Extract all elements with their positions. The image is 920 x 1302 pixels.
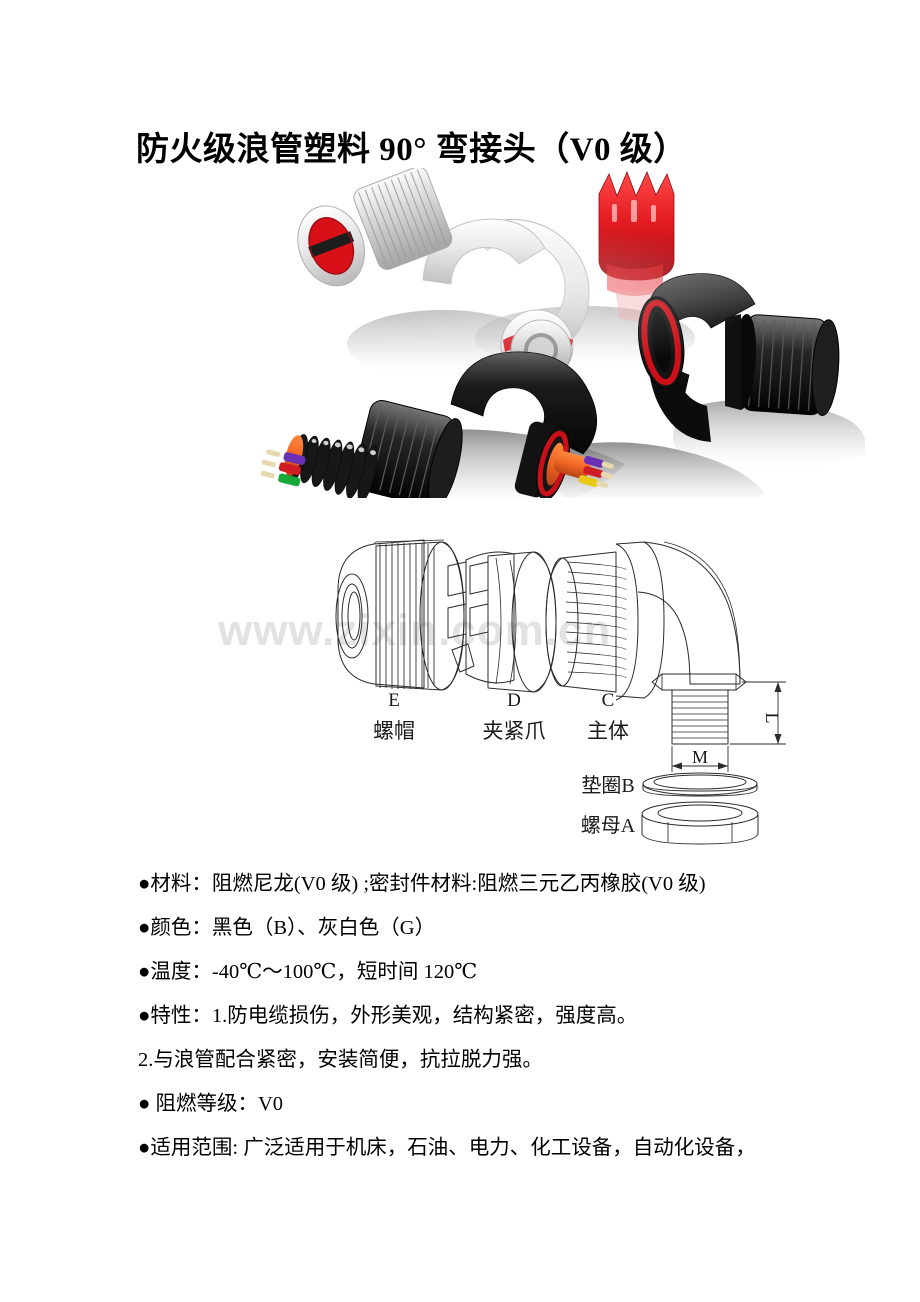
part-c-body-drawing bbox=[545, 541, 747, 745]
part-d-claw-drawing bbox=[447, 551, 557, 693]
page-title: 防火级浪管塑料 90° 弯接头（V0 级） bbox=[136, 132, 687, 169]
cable-cores-left bbox=[260, 449, 306, 487]
dimension-label-l: L bbox=[762, 713, 782, 724]
product-photo-stage bbox=[255, 168, 865, 498]
product-photo-illustration bbox=[255, 168, 865, 498]
part-label-nut-a: 螺母A bbox=[581, 814, 636, 837]
part-label-washer-b: 垫圈B bbox=[581, 774, 634, 797]
part-code-d: D bbox=[507, 690, 521, 711]
exploded-diagram-illustration: E 螺帽 D 夹紧爪 C 主体 垫圈B 螺母A M L bbox=[335, 539, 786, 845]
spec-line-features-1: ●特性：1.防电缆损伤，外形美观，结构紧密，强度高。 bbox=[138, 1005, 638, 1027]
spec-line-temperature: ●温度：-40℃～100℃，短时间 120℃ bbox=[138, 961, 478, 983]
part-label-e: 螺帽 bbox=[373, 719, 415, 743]
part-code-c: C bbox=[602, 690, 615, 711]
black-elbow-gland-with-conduit bbox=[260, 351, 614, 498]
exploded-diagram: E 螺帽 D 夹紧爪 C 主体 垫圈B 螺母A M L bbox=[320, 520, 820, 860]
spec-line-color: ●颜色：黑色（B）、灰白色（G） bbox=[138, 917, 436, 939]
dimension-m bbox=[671, 746, 729, 772]
part-label-d: 夹紧爪 bbox=[483, 719, 546, 743]
part-label-c: 主体 bbox=[587, 719, 629, 743]
spec-line-material: ●材料：阻燃尼龙(V0 级) ;密封件材料:阻燃三元乙丙橡胶(V0 级) bbox=[138, 873, 706, 895]
washer-b-drawing bbox=[642, 772, 758, 797]
dimension-label-m: M bbox=[692, 747, 708, 767]
part-e-nut-drawing bbox=[335, 539, 465, 691]
corrugated-conduit bbox=[284, 434, 378, 498]
cable-cores-right bbox=[553, 451, 614, 489]
specification-list: ●材料：阻燃尼龙(V0 级) ;密封件材料:阻燃三元乙丙橡胶(V0 级) ●颜色… bbox=[138, 862, 838, 1170]
product-photo bbox=[255, 168, 865, 498]
spec-line-flame-rating: ● 阻燃等级：V0 bbox=[138, 1093, 284, 1115]
dimension-l bbox=[730, 681, 786, 745]
nut-a-drawing bbox=[641, 801, 759, 845]
spec-line-features-2: 2.与浪管配合紧密，安装简便，抗拉脱力强。 bbox=[138, 1049, 543, 1071]
spec-line-application: ●适用范围: 广泛适用于机床，石油、电力、化工设备，自动化设备， bbox=[138, 1137, 756, 1159]
part-code-e: E bbox=[388, 690, 400, 711]
